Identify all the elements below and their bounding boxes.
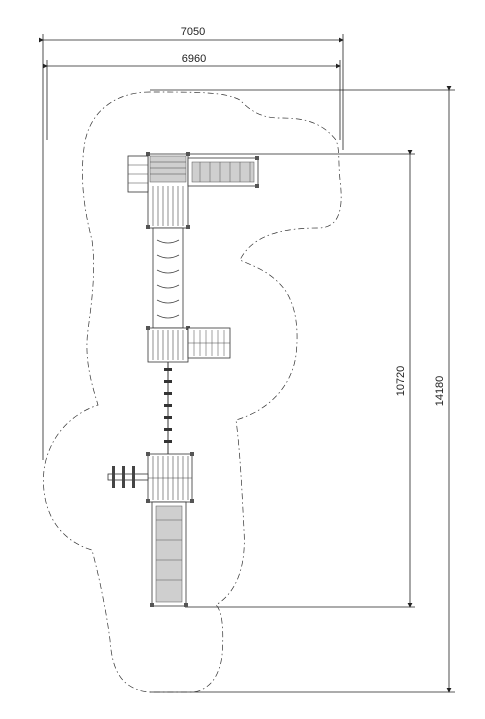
overall-width-label: 7050 [181,26,205,38]
side-deck [187,327,231,359]
equipment-length-label: 10720 [395,366,407,397]
dimension-equipment-width: 6960 [43,53,341,140]
dimension-overall-width: 7050 [39,26,344,460]
chain-bridge [164,362,172,454]
dimension-equipment-length: 10720 [185,150,415,608]
top-slide [187,156,259,188]
middle-tower [146,326,190,363]
safety-zone-outline [43,91,342,693]
bridge [152,227,184,329]
equipment-width-label: 6960 [182,53,206,65]
upper-tower [146,152,190,229]
dimension-overall-length: 14180 [150,86,455,693]
bottom-slide [150,501,188,607]
side-rack [107,466,149,488]
lower-tower [146,452,194,503]
upper-ladder [127,155,149,193]
overall-length-label: 14180 [434,376,446,407]
